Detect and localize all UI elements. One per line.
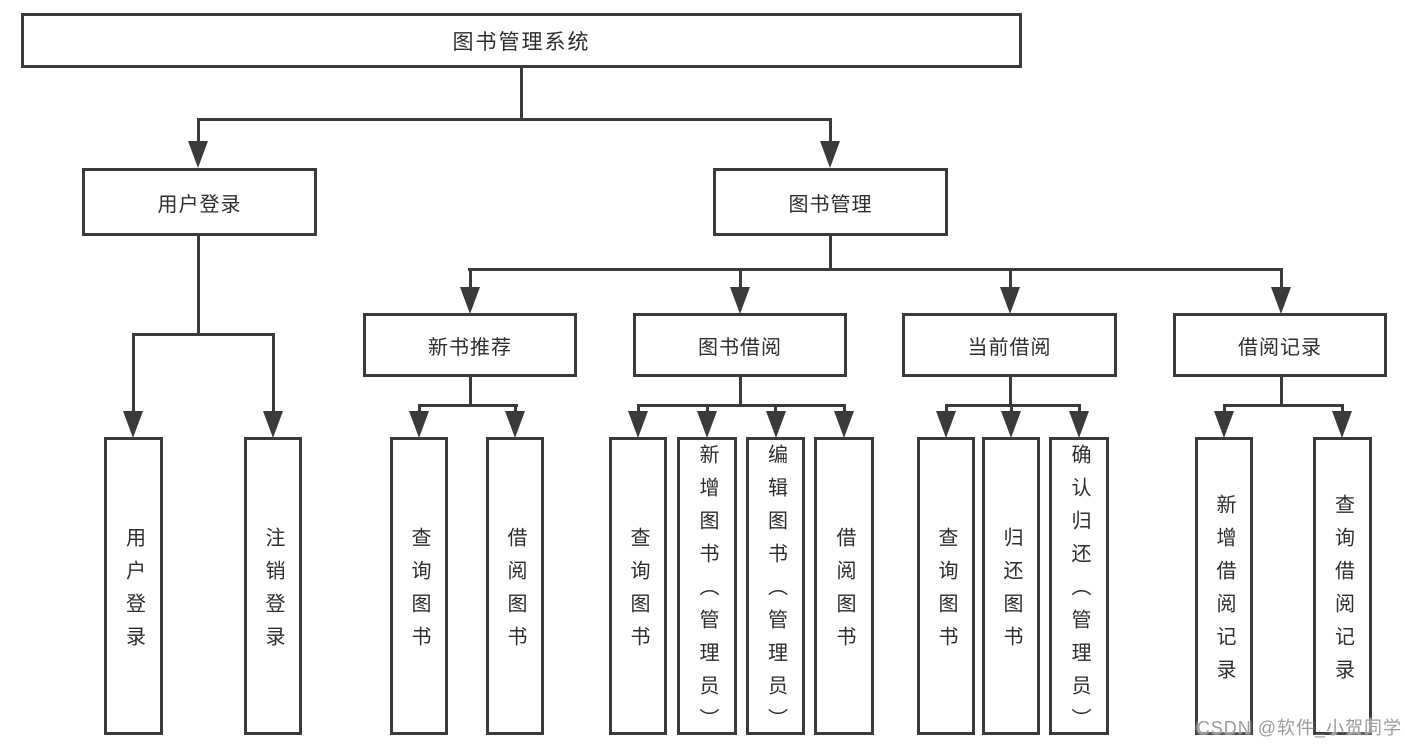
connector-line [1280,377,1283,407]
node-add-borrow-record: 新增借阅记录 [1195,437,1253,735]
arrow-down-icon [936,411,956,438]
connector-line [843,404,846,414]
node-label: 图书管理 [788,193,873,216]
connector-line [739,377,742,407]
node-query-books: 查询图书 [917,437,975,735]
node-label: 注销登录 [262,526,284,659]
node-label: 图书借阅 [698,336,782,359]
node-return-books: 归还图书 [982,437,1040,735]
node-label: 当前借阅 [967,336,1052,359]
node-user-login: 用户登录 [82,168,317,236]
node-label: 查询图书 [935,526,957,659]
node-edit-book-admin: 编辑图书（管理员） [746,437,805,741]
connector-line [706,404,709,414]
node-label: 借阅记录 [1238,336,1322,359]
node-label: 查询图书 [408,526,430,659]
arrow-down-icon [123,411,143,438]
node-query-books: 查询图书 [609,437,667,735]
node-new-book-recommendation: 新书推荐 [363,313,577,377]
connector-line [132,333,135,413]
node-label: 查询图书 [627,526,649,659]
arrow-down-icon [766,411,786,438]
arrow-down-icon [820,141,840,168]
node-label: 借阅图书 [504,526,526,659]
node-label: 归还图书 [1000,526,1022,659]
connector-line [774,404,777,414]
node-label: 查询借阅记录 [1331,493,1354,692]
connector-line [1010,404,1013,414]
node-label: 借阅图书 [833,526,855,659]
node-label: 新增借阅记录 [1213,493,1235,692]
connector-line [468,268,1283,271]
connector-line [272,333,275,413]
connector-line [945,404,1081,407]
arrow-down-icon [730,287,750,314]
connector-line [197,236,200,335]
node-logout-action: 注销登录 [244,437,302,735]
node-label: 新增图书（管理员） [696,444,718,741]
node-query-books: 查询图书 [390,437,448,735]
node-label: 编辑图书（管理员） [764,444,787,741]
connector-line [1341,404,1344,414]
connector-line [469,268,472,290]
arrow-down-icon [697,411,717,438]
arrow-down-icon [628,411,648,438]
node-book-borrowing: 图书借阅 [633,313,847,377]
connector-line [1280,268,1283,290]
arrow-down-icon [1069,411,1089,438]
arrow-down-icon [505,411,525,438]
node-label: 确认归还（管理员） [1068,444,1090,741]
connector-line [197,118,200,146]
connector-line [637,404,640,414]
node-user-login-action: 用户登录 [104,437,163,735]
node-label: 图书管理系统 [452,30,591,54]
connector-line [1009,377,1012,407]
node-book-management: 图书管理 [713,168,948,236]
connector-line [829,236,832,271]
connector-line [514,404,517,414]
arrow-down-icon [460,287,480,314]
connector-line [469,377,472,407]
arrow-down-icon [409,411,429,438]
connector-line [945,404,948,414]
node-label: 用户登录 [122,526,145,659]
connector-line [132,333,275,336]
node-label: 新书推荐 [428,336,512,359]
arrow-down-icon [188,141,208,168]
connector-line [418,404,421,414]
node-borrow-books: 借阅图书 [814,437,874,735]
connector-line [1223,404,1226,414]
connector-line [829,118,832,146]
connector-line [418,404,518,407]
node-confirm-return-admin: 确认归还（管理员） [1049,437,1109,741]
node-label: 用户登录 [157,193,242,216]
arrow-down-icon [1271,287,1291,314]
arrow-down-icon [1332,411,1352,438]
connector-line [1223,404,1344,407]
connector-line [1078,404,1081,414]
arrow-down-icon [1214,411,1234,438]
node-borrow-books: 借阅图书 [486,437,544,735]
arrow-down-icon [1000,287,1020,314]
connector-line [197,118,832,121]
node-query-borrow-record: 查询借阅记录 [1313,437,1372,735]
node-borrowing-records: 借阅记录 [1173,313,1387,377]
node-add-book-admin: 新增图书（管理员） [677,437,737,741]
connector-line [520,68,523,121]
csdn-watermark: CSDN @软件_小贺同学 [1196,718,1402,738]
arrow-down-icon [834,411,854,438]
node-library-management-system: 图书管理系统 [21,13,1022,68]
arrow-down-icon [1001,411,1021,438]
connector-line [1009,268,1012,290]
node-current-borrowing: 当前借阅 [902,313,1117,377]
connector-line [637,404,846,407]
connector-line [739,268,742,290]
arrow-down-icon [263,411,283,438]
